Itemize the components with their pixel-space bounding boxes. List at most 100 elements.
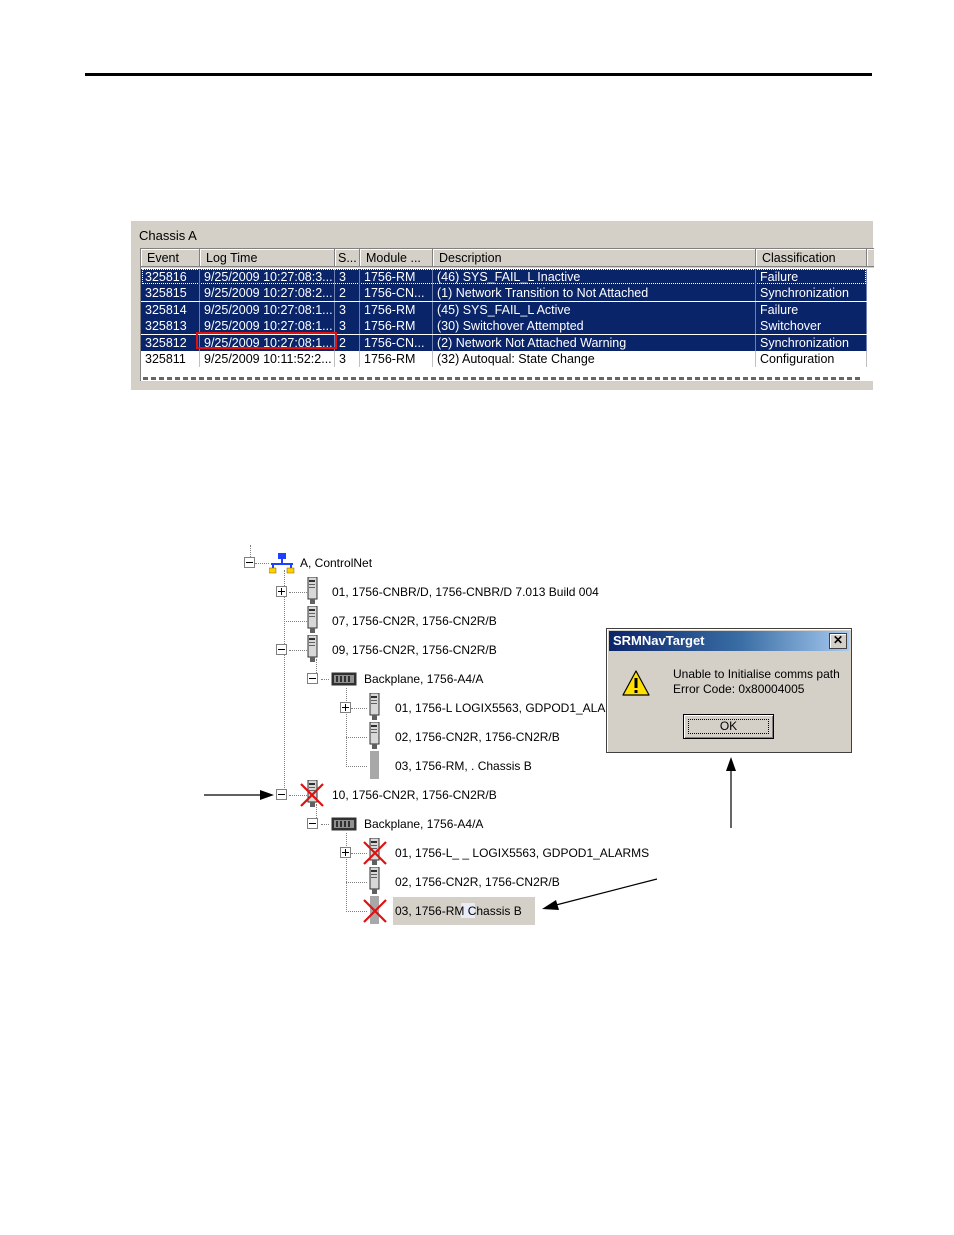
cell-description: (45) SYS_FAIL_L Active [433, 301, 756, 318]
cell-module: 1756-RM [360, 318, 433, 334]
collapse-toggle[interactable] [307, 818, 318, 829]
tree-line [289, 592, 307, 593]
cell-classification: Failure [756, 301, 867, 318]
cell-description: (32) Autoqual: State Change [433, 351, 756, 367]
cell-module: 1756-RM [360, 268, 433, 285]
collapse-toggle[interactable] [244, 557, 255, 568]
tree-node-a-logix[interactable]: 01, 1756-L LOGIX5563, GDPOD1_ALA [395, 701, 606, 715]
table-row[interactable]: 325813 9/25/2009 10:27:08:1... 3 1756-RM… [141, 318, 867, 335]
event-log-panel: Chassis A Event Log Time S... Module ...… [131, 221, 874, 390]
horizontal-scrollbar[interactable] [140, 381, 873, 390]
cell-severity: 3 [335, 268, 360, 285]
cell-event: 325812 [141, 334, 200, 351]
tree-node-cn2r-10[interactable]: 10, 1756-CN2R, 1756-CN2R/B [332, 788, 497, 802]
tree-line [250, 545, 251, 559]
tree-line [346, 882, 367, 883]
dialog-message: Unable to Initialise comms path Error Co… [673, 667, 840, 697]
collapse-toggle[interactable] [276, 789, 287, 800]
label-gap [461, 903, 475, 918]
column-header-severity[interactable]: S... [335, 249, 360, 267]
ok-button[interactable]: OK [683, 714, 774, 739]
tree-node-cnbr[interactable]: 01, 1756-CNBR/D, 1756-CNBR/D 7.013 Build… [332, 585, 599, 599]
module-icon [307, 577, 318, 604]
dialog-title-bar[interactable]: SRMNavTarget ✕ [609, 631, 849, 651]
module-icon [369, 693, 380, 720]
cell-severity: 3 [335, 351, 360, 367]
cell-log-time: 9/25/2009 10:27:08:1... [200, 334, 335, 351]
page-top-rule [85, 73, 872, 76]
column-header-description[interactable]: Description [433, 249, 756, 267]
cell-classification: Configuration [756, 351, 867, 367]
table-row-clipped[interactable] [141, 367, 867, 382]
close-button[interactable]: ✕ [829, 633, 847, 649]
clipped-row-text-fragment [143, 376, 863, 380]
tree-node-b-rm[interactable]: 03, 1756-RM Chassis B [395, 904, 522, 918]
dialog-message-line2: Error Code: 0x80004005 [673, 682, 805, 696]
tree-node-a-cn2r[interactable]: 02, 1756-CN2R, 1756-CN2R/B [395, 730, 560, 744]
tree-line [346, 766, 367, 767]
tree-line [346, 833, 347, 912]
backplane-icon [331, 817, 357, 831]
tree-line [255, 563, 269, 564]
event-list[interactable]: Event Log Time S... Module ... Descripti… [140, 248, 874, 383]
expand-toggle[interactable] [340, 702, 351, 713]
tree-node-cn2r-09[interactable]: 09, 1756-CN2R, 1756-CN2R/B [332, 643, 497, 657]
highlight-box-log-time [196, 332, 337, 349]
column-header-classification[interactable]: Classification [756, 249, 867, 267]
cell-event: 325815 [141, 285, 200, 301]
cell-module: 1756-CN... [360, 334, 433, 351]
dialog-title: SRMNavTarget [613, 633, 705, 648]
cell-severity: 2 [335, 334, 360, 351]
tree-line [346, 911, 367, 912]
column-header-row: Event Log Time S... Module ... Descripti… [141, 249, 874, 268]
panel-title: Chassis A [139, 228, 197, 243]
tree-line [289, 650, 307, 651]
redundancy-module-icon [370, 751, 379, 779]
tree-node-b-logix[interactable]: 01, 1756-L_ _ LOGIX5563, GDPOD1_ALARMS [395, 846, 650, 860]
cell-description: (46) SYS_FAIL_L Inactive [433, 268, 756, 285]
collapse-toggle[interactable] [276, 644, 287, 655]
cell-module: 1756-RM [360, 301, 433, 318]
collapse-toggle[interactable] [307, 673, 318, 684]
column-header-module[interactable]: Module ... [360, 249, 433, 267]
tree-line [346, 737, 367, 738]
expand-toggle[interactable] [276, 586, 287, 597]
module-icon [369, 722, 380, 749]
tree-node-backplane-b[interactable]: Backplane, 1756-A4/A [364, 817, 484, 831]
warning-icon [622, 670, 650, 696]
tree-node-controlnet[interactable]: A, ControlNet [300, 556, 373, 570]
tree-line [321, 679, 329, 680]
table-row[interactable]: 325811 9/25/2009 10:11:52:2... 3 1756-RM… [141, 351, 867, 368]
tree-node-cn2r-07[interactable]: 07, 1756-CN2R, 1756-CN2R/B [332, 614, 497, 628]
cell-description: (2) Network Not Attached Warning [433, 334, 756, 351]
cell-severity: 2 [335, 285, 360, 301]
tree-node-b-cn2r[interactable]: 02, 1756-CN2R, 1756-CN2R/B [395, 875, 560, 889]
column-header-event[interactable]: Event [141, 249, 200, 267]
cell-severity: 3 [335, 318, 360, 334]
module-icon [307, 635, 318, 662]
cell-classification: Switchover [756, 318, 867, 334]
tree-node-backplane-a[interactable]: Backplane, 1756-A4/A [364, 672, 484, 686]
fault-x-icon [300, 783, 324, 807]
table-row[interactable]: 325815 9/25/2009 10:27:08:2... 2 1756-CN… [141, 285, 867, 302]
expand-toggle[interactable] [340, 847, 351, 858]
cell-log-time: 9/25/2009 10:27:08:1... [200, 301, 335, 318]
table-row[interactable]: 325812 9/25/2009 10:27:08:1... 2 1756-CN… [141, 334, 867, 351]
row-focus-rect [142, 268, 866, 284]
table-row[interactable]: 325814 9/25/2009 10:27:08:1... 3 1756-RM… [141, 301, 867, 318]
module-icon [369, 867, 380, 894]
tree-node-a-rm[interactable]: 03, 1756-RM, . Chassis B [395, 759, 532, 773]
tree-line [316, 659, 317, 679]
cell-event: 325816 [141, 268, 200, 285]
cell-event: 325814 [141, 301, 200, 318]
table-row[interactable]: 325816 9/25/2009 10:27:08:3... 3 1756-RM… [141, 268, 867, 285]
tree-line [351, 708, 367, 709]
tree-line [321, 824, 329, 825]
cell-classification: Synchronization [756, 285, 867, 301]
cell-log-time: 9/25/2009 10:27:08:1... [200, 318, 335, 334]
cell-module: 1756-CN... [360, 285, 433, 301]
cell-log-time: 9/25/2009 10:27:08:3... [200, 268, 335, 285]
column-header-log-time[interactable]: Log Time [200, 249, 335, 267]
cell-classification: Synchronization [756, 334, 867, 351]
